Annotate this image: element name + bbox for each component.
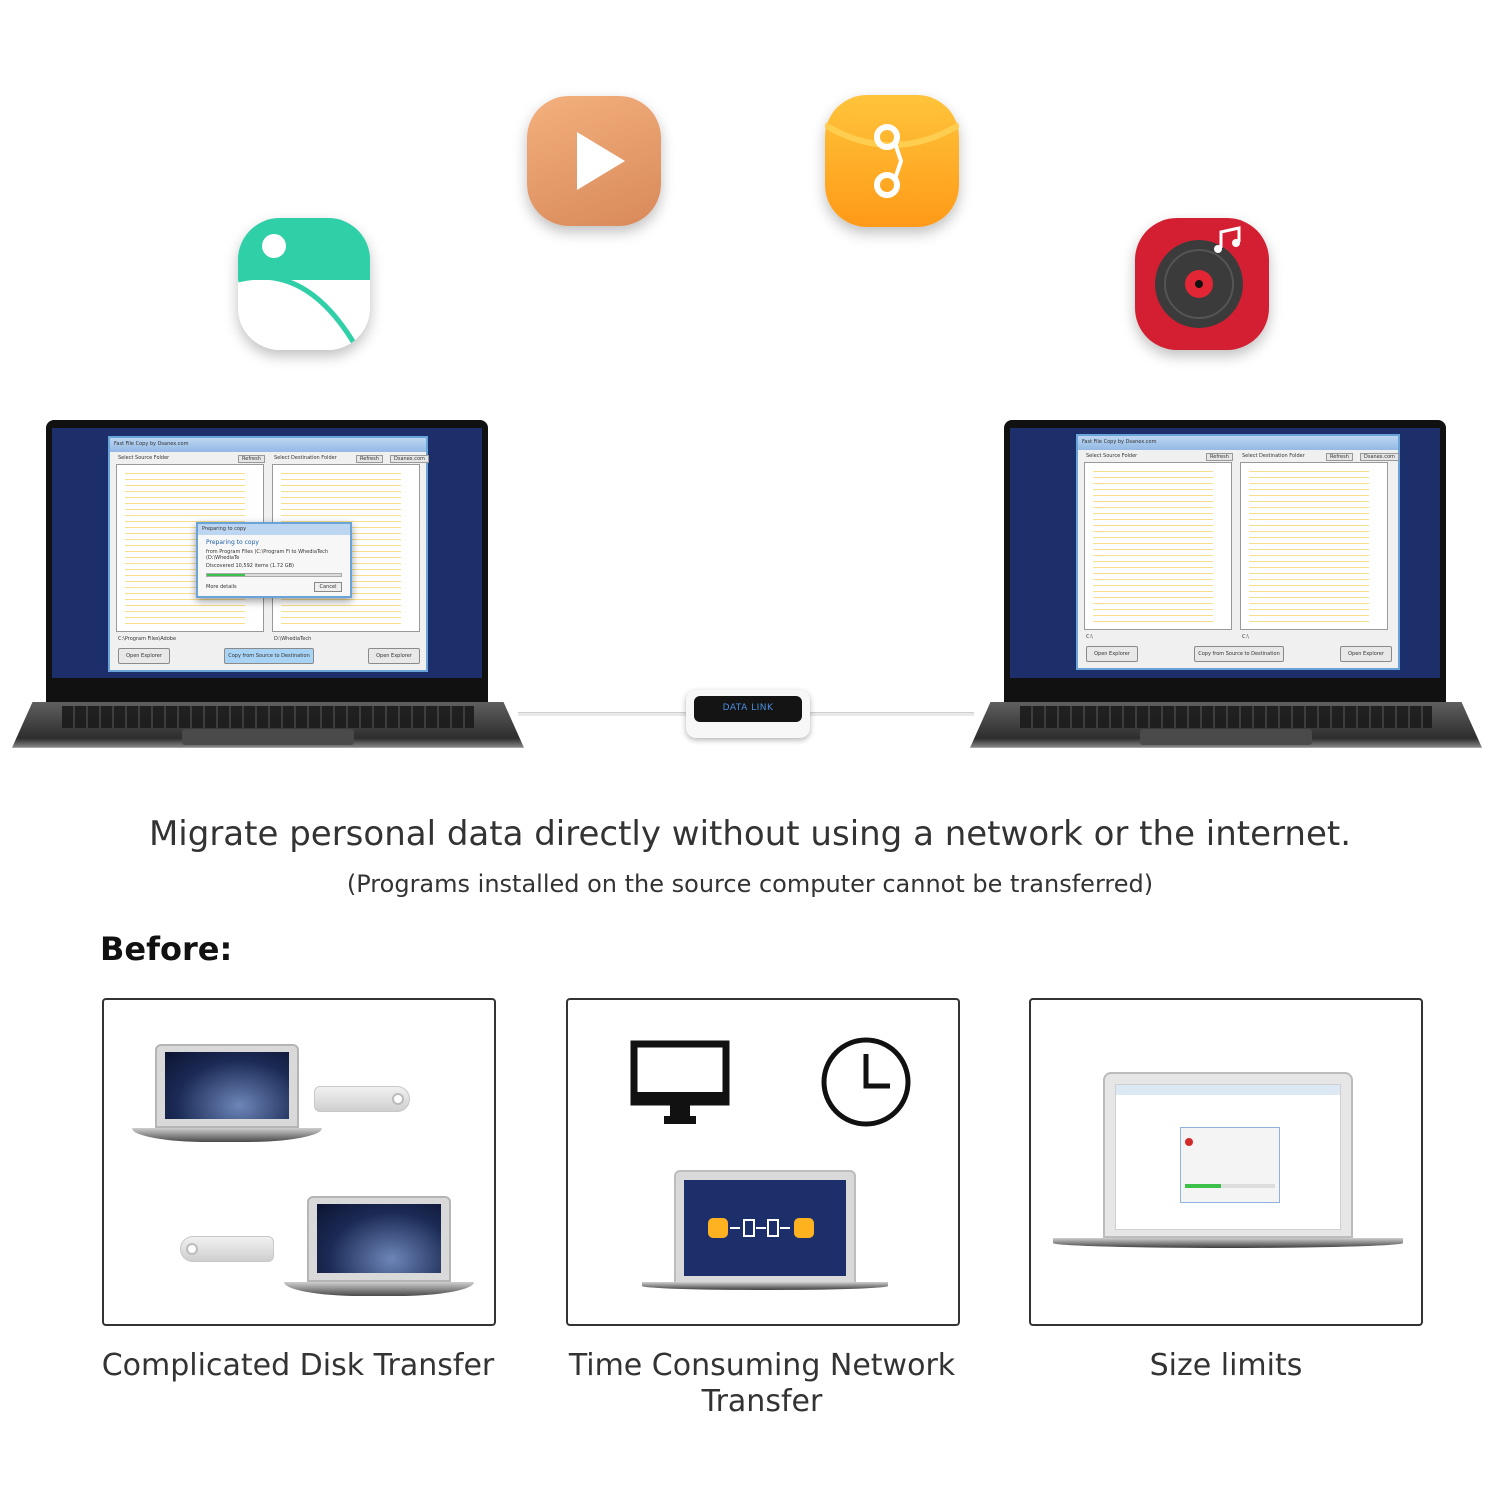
photos-app-icon <box>238 218 370 350</box>
transfer-flow-icon <box>708 1218 814 1238</box>
error-dialog <box>1180 1127 1280 1203</box>
usb-stick-icon <box>180 1236 274 1262</box>
dialog-heading: Preparing to copy <box>206 539 259 546</box>
destination-folder-label: Select Destination Folder <box>274 455 337 461</box>
laptop-touchpad <box>182 729 354 745</box>
monitor-icon <box>630 1040 730 1124</box>
laptop-screen: Fast File Copy by Dsanex.com Select Sour… <box>52 428 482 678</box>
source-folder-label: Select Source Folder <box>118 455 170 461</box>
source-folder-tree[interactable] <box>1084 462 1232 630</box>
cancel-button[interactable]: Cancel <box>314 582 342 592</box>
destination-folder-tree[interactable] <box>1240 462 1388 630</box>
laptop-touchpad <box>1140 729 1312 745</box>
open-explorer-source-button[interactable]: Open Explorer <box>118 648 170 664</box>
refresh-source-button[interactable]: Refresh <box>238 455 265 463</box>
site-button[interactable]: Dsanex.com <box>1360 453 1399 461</box>
card-caption: Time Consuming Network Transfer <box>568 1348 956 1419</box>
file-folder-icon <box>825 95 959 227</box>
laptop-screen: Fast File Copy by Dsanex.com Select Sour… <box>1010 428 1440 678</box>
data-link-label: DATA LINK <box>722 703 774 713</box>
destination-folder-label: Select Destination Folder <box>1242 453 1305 459</box>
card-caption: Complicated Disk Transfer <box>101 1348 495 1383</box>
copy-button[interactable]: Copy from Source to Destination <box>1194 646 1284 662</box>
source-folder-label: Select Source Folder <box>1086 453 1138 459</box>
refresh-destination-button[interactable]: Refresh <box>356 455 383 463</box>
data-link-adapter: DATA LINK <box>686 690 810 738</box>
size-limits-card <box>1029 998 1423 1326</box>
clock-icon <box>821 1037 911 1127</box>
site-button[interactable]: Dsanex.com <box>390 455 429 463</box>
fast-file-copy-window: Fast File Copy by Dsanex.com Select Sour… <box>108 436 429 672</box>
laptop-illustration <box>1053 1072 1403 1248</box>
open-explorer-destination-button[interactable]: Open Explorer <box>1340 646 1392 662</box>
destination-path: C:\ <box>1242 634 1249 640</box>
dialog-discovered-line: Discovered 10,592 items (1.72 GB) <box>206 563 294 569</box>
open-explorer-source-button[interactable]: Open Explorer <box>1086 646 1138 662</box>
laptop-illustration <box>284 1196 474 1296</box>
disk-transfer-card <box>102 998 496 1326</box>
usb-stick-icon <box>314 1086 410 1112</box>
copy-progress-bar <box>206 573 342 577</box>
destination-laptop: Fast File Copy by Dsanex.com Select Sour… <box>970 420 1482 760</box>
subline: (Programs installed on the source comput… <box>346 870 1154 898</box>
window-title: Fast File Copy by Dsanex.com <box>110 438 426 452</box>
refresh-destination-button[interactable]: Refresh <box>1326 453 1353 461</box>
laptop-lid: Fast File Copy by Dsanex.com Select Sour… <box>1004 420 1446 702</box>
laptop-keyboard <box>1020 706 1432 728</box>
music-disc-icon <box>1135 218 1269 350</box>
video-play-icon <box>527 96 661 226</box>
more-details-toggle[interactable]: More details <box>206 584 237 590</box>
laptop-keyboard <box>62 706 474 728</box>
laptop-illustration <box>642 1170 888 1290</box>
before-heading: Before: <box>100 930 233 968</box>
preparing-to-copy-dialog: Preparing to copy Preparing to copy from… <box>196 522 352 598</box>
refresh-source-button[interactable]: Refresh <box>1206 453 1233 461</box>
laptop-lid: Fast File Copy by Dsanex.com Select Sour… <box>46 420 488 702</box>
network-transfer-card <box>566 998 960 1326</box>
destination-path: D:\WhediaTech <box>274 636 312 642</box>
window-title: Fast File Copy by Dsanex.com <box>1078 436 1398 450</box>
laptop-illustration <box>132 1044 322 1142</box>
fast-file-copy-window: Fast File Copy by Dsanex.com Select Sour… <box>1076 434 1400 670</box>
copy-button[interactable]: Copy from Source to Destination <box>224 648 314 664</box>
error-icon <box>1185 1138 1193 1146</box>
open-explorer-destination-button[interactable]: Open Explorer <box>368 648 420 664</box>
card-caption: Size limits <box>1149 1348 1303 1383</box>
source-laptop: Fast File Copy by Dsanex.com Select Sour… <box>12 420 524 760</box>
source-path: C:\Program Files\Adobe <box>118 636 177 642</box>
dialog-title: Preparing to copy <box>198 524 350 535</box>
dialog-from-line: from Program Files (C:\Program Fi to Whe… <box>206 549 329 561</box>
source-path: C:\ <box>1086 634 1093 640</box>
headline: Migrate personal data directly without u… <box>148 814 1352 854</box>
